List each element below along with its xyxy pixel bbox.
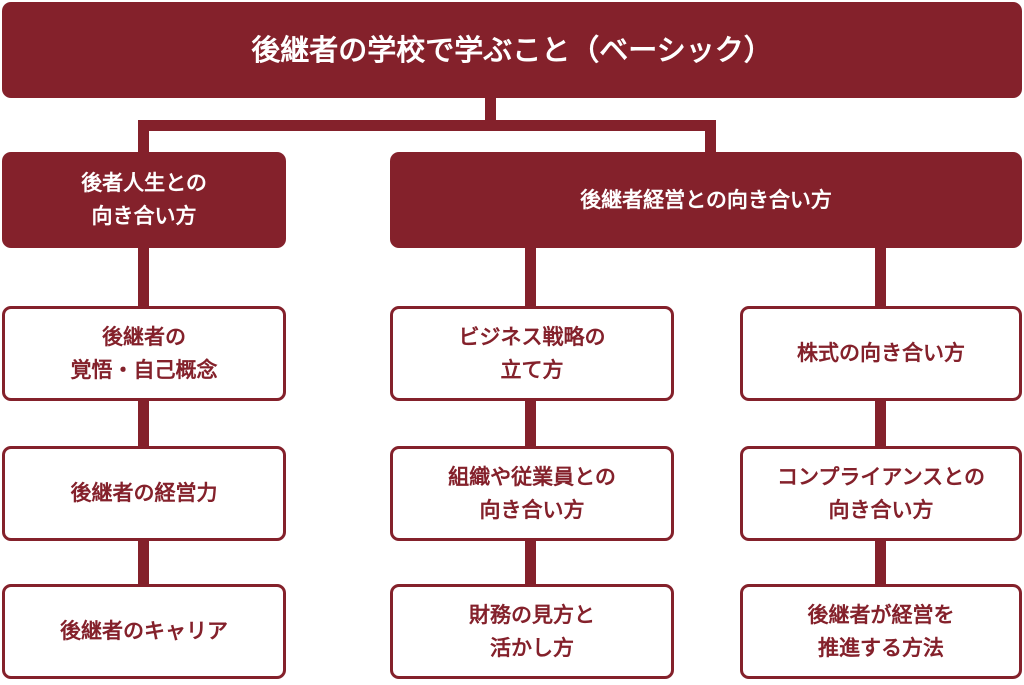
topic-box: 財務の見方と 活かし方 (390, 584, 674, 679)
connector (138, 538, 149, 586)
topic-box: 後継者が経営を 推進する方法 (740, 584, 1022, 679)
topic-box: ビジネス戦略の 立て方 (390, 306, 674, 401)
topic-label: 組織や従業員との 向き合い方 (448, 464, 616, 522)
connector (875, 398, 886, 448)
topic-label: 財務の見方と 活かし方 (469, 602, 595, 660)
topic-label: 後継者が経営を 推進する方法 (807, 602, 955, 660)
branch-label: 後者人生との 向き合い方 (81, 171, 207, 228)
connector (485, 96, 496, 128)
title-text: 後継者の学校で学ぶこと（ベーシック） (251, 32, 773, 67)
branch-label: 後継者経営との向き合い方 (580, 187, 832, 212)
topic-label: 後継者のキャリア (60, 619, 228, 644)
topic-box: 後継者の 覚悟・自己概念 (2, 306, 286, 401)
connector (525, 246, 536, 308)
topic-label: 株式の向き合い方 (797, 341, 965, 366)
connector (875, 538, 886, 586)
topic-label: 後継者の経営力 (70, 481, 218, 506)
topic-label: コンプライアンスとの 向き合い方 (777, 464, 985, 522)
connector (875, 246, 886, 308)
topic-box: 後継者の経営力 (2, 446, 286, 541)
branch-management: 後継者経営との向き合い方 (390, 152, 1022, 248)
topic-box: コンプライアンスとの 向き合い方 (740, 446, 1022, 541)
connector (138, 246, 149, 308)
connector (138, 120, 149, 154)
branch-life: 後者人生との 向き合い方 (2, 152, 286, 248)
connector (525, 538, 536, 586)
connector (525, 398, 536, 448)
connector (705, 120, 716, 154)
connector (138, 398, 149, 448)
topic-label: ビジネス戦略の 立て方 (458, 324, 606, 382)
topic-box: 組織や従業員との 向き合い方 (390, 446, 674, 541)
topic-label: 後継者の 覚悟・自己概念 (70, 324, 218, 382)
topic-box: 株式の向き合い方 (740, 306, 1022, 401)
connector (138, 120, 716, 131)
diagram-title: 後継者の学校で学ぶこと（ベーシック） (2, 2, 1022, 98)
topic-box: 後継者のキャリア (2, 584, 286, 679)
